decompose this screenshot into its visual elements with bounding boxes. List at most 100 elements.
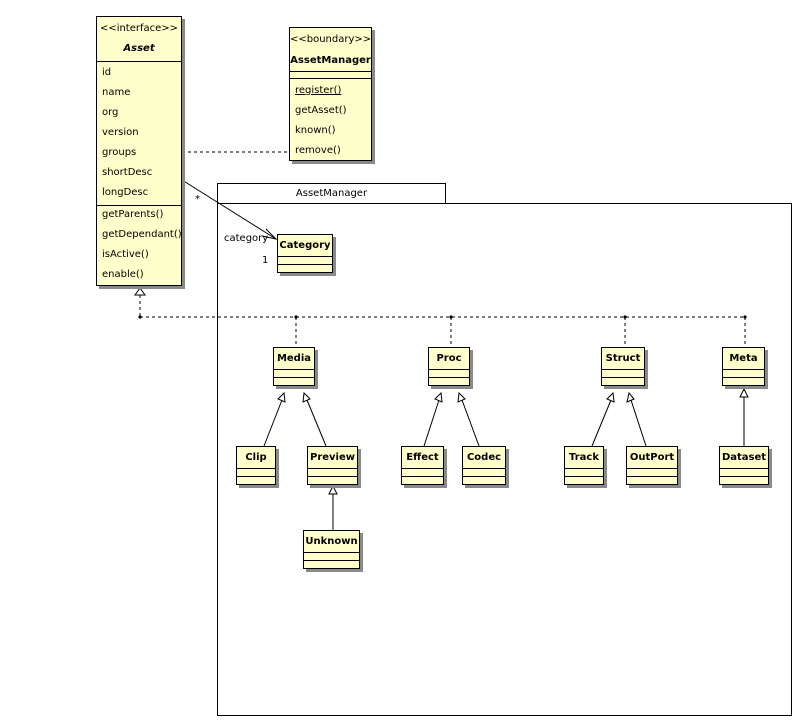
generalization-arrowhead bbox=[739, 387, 749, 398]
class-operations bbox=[463, 476, 505, 484]
class-attributes bbox=[278, 256, 332, 264]
class-name: Media bbox=[276, 353, 312, 364]
class-effect[interactable]: Effect bbox=[401, 446, 444, 485]
class-outport[interactable]: OutPort bbox=[626, 446, 678, 485]
asset-attribute: groups bbox=[102, 147, 137, 158]
class-proc[interactable]: Proc bbox=[428, 347, 470, 386]
generalization-line bbox=[306, 399, 327, 447]
boundary-operation: known() bbox=[295, 125, 336, 136]
class-codec[interactable]: Codec bbox=[462, 446, 506, 485]
generalization-arrowhead bbox=[457, 391, 466, 403]
class-operations bbox=[308, 476, 357, 484]
class-operations bbox=[429, 377, 469, 385]
generalization-line bbox=[263, 399, 283, 447]
class-media[interactable]: Media bbox=[273, 347, 315, 386]
generalization-arrowhead bbox=[626, 391, 635, 403]
class-meta[interactable]: Meta bbox=[722, 347, 765, 386]
asset-attribute: shortDesc bbox=[102, 167, 153, 178]
class-struct[interactable]: Struct bbox=[601, 347, 645, 386]
asset-attribute: version bbox=[102, 127, 139, 138]
class-operations bbox=[402, 476, 443, 484]
junction-dot bbox=[294, 315, 298, 319]
boundary-attributes bbox=[290, 71, 371, 78]
class-operations bbox=[627, 476, 677, 484]
generalization-arrowhead bbox=[606, 391, 615, 403]
class-clip[interactable]: Clip bbox=[236, 446, 276, 485]
class-name: Category bbox=[279, 240, 331, 251]
asset-operation: getParents() bbox=[102, 209, 164, 220]
association-arrowhead bbox=[261, 228, 278, 240]
class-operations bbox=[602, 377, 644, 385]
asset-operations: getParents() getDependant() isActive() e… bbox=[97, 205, 182, 285]
generalization-arrowhead bbox=[434, 391, 443, 403]
realization-arrowhead bbox=[134, 287, 146, 296]
class-name: OutPort bbox=[629, 452, 675, 463]
asset-attribute: org bbox=[102, 107, 119, 118]
class-attributes bbox=[627, 468, 677, 476]
class-name: Codec bbox=[466, 452, 502, 463]
asset-attribute: id bbox=[102, 67, 112, 78]
asset-operation: getDependant() bbox=[102, 229, 182, 240]
asset-stereotype: <<interface>> bbox=[99, 23, 179, 34]
association-target-multiplicity: 1 bbox=[262, 255, 269, 266]
generalization-line bbox=[423, 399, 440, 447]
association-source-multiplicity: * bbox=[195, 194, 200, 205]
asset-operation: isActive() bbox=[102, 249, 149, 260]
generalization-line bbox=[591, 399, 612, 447]
class-operations bbox=[723, 377, 764, 385]
boundary-operation: getAsset() bbox=[295, 105, 347, 116]
junction-dot bbox=[743, 315, 747, 319]
generalization-line bbox=[461, 399, 480, 447]
asset-operation: enable() bbox=[102, 269, 144, 280]
class-attributes bbox=[429, 369, 469, 377]
class-operations bbox=[720, 476, 768, 484]
boundary-operation: remove() bbox=[295, 145, 341, 156]
association-line bbox=[181, 179, 277, 240]
asset-attribute: name bbox=[102, 87, 131, 98]
asset-attributes: id name org version groups shortDesc lon… bbox=[97, 61, 181, 217]
class-name: Effect bbox=[406, 452, 439, 463]
boundary-operations: register() getAsset() known() remove() bbox=[290, 78, 371, 160]
class-attributes bbox=[723, 369, 764, 377]
package-tab: AssetManager bbox=[217, 183, 446, 204]
class-attributes bbox=[463, 468, 505, 476]
generalization-arrowhead bbox=[328, 484, 338, 495]
class-attributes bbox=[602, 369, 644, 377]
class-name: Track bbox=[569, 452, 599, 463]
class-unknown[interactable]: Unknown bbox=[303, 530, 360, 569]
class-attributes bbox=[304, 552, 359, 560]
boundary-name: AssetManager bbox=[290, 55, 371, 66]
class-name: Struct bbox=[605, 353, 641, 364]
class-operations bbox=[565, 476, 603, 484]
assetmanager-boundary[interactable]: <<boundary>> AssetManager register() get… bbox=[289, 27, 372, 161]
generalization-arrowhead bbox=[277, 391, 286, 403]
class-attributes bbox=[720, 468, 768, 476]
junction-dot bbox=[449, 315, 453, 319]
class-attributes bbox=[308, 468, 357, 476]
asset-attribute: longDesc bbox=[102, 187, 149, 198]
class-category[interactable]: Category bbox=[277, 234, 333, 273]
package-name: AssetManager bbox=[295, 188, 368, 199]
generalization-line bbox=[630, 399, 647, 447]
class-name: Dataset bbox=[721, 452, 767, 463]
class-name: Preview bbox=[309, 452, 355, 463]
boundary-stereotype: <<boundary>> bbox=[290, 34, 372, 45]
class-attributes bbox=[274, 369, 314, 377]
class-name: Proc bbox=[436, 353, 462, 364]
class-dataset[interactable]: Dataset bbox=[719, 446, 769, 485]
junction-dot bbox=[138, 315, 142, 319]
boundary-operation: register() bbox=[295, 85, 342, 96]
asset-interface[interactable]: <<interface>> Asset id name org version … bbox=[96, 16, 182, 286]
association-role-label: category bbox=[224, 233, 269, 244]
generalization-arrowhead bbox=[302, 391, 311, 403]
class-name: Clip bbox=[245, 452, 267, 463]
class-attributes bbox=[565, 468, 603, 476]
class-operations bbox=[274, 377, 314, 385]
class-track[interactable]: Track bbox=[564, 446, 604, 485]
class-preview[interactable]: Preview bbox=[307, 446, 358, 485]
class-operations bbox=[304, 560, 359, 568]
class-operations bbox=[237, 476, 275, 484]
class-attributes bbox=[402, 468, 443, 476]
class-name: Meta bbox=[729, 353, 758, 364]
